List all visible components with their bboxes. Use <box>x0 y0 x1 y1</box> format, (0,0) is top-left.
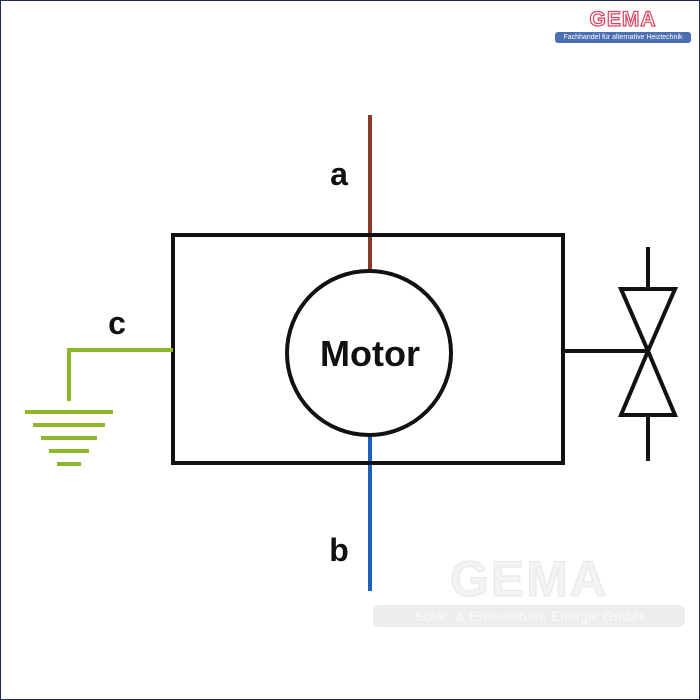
motor-circle <box>285 269 453 437</box>
terminal-a-label: a <box>330 156 348 192</box>
logo-name: GEMA <box>589 8 657 31</box>
valve-symbol-icon <box>617 247 679 461</box>
gema-logo: GEMA Fachhandel für alternative Heiztech… <box>555 8 691 43</box>
terminal-c-label: c <box>108 305 126 341</box>
motor-label: Motor <box>320 333 420 374</box>
ground-symbol-icon <box>25 410 113 466</box>
wire-c <box>67 348 173 401</box>
logo-tagline: Fachhandel für alternative Heiztechnik <box>555 32 691 43</box>
terminal-b-label: b <box>329 532 349 568</box>
